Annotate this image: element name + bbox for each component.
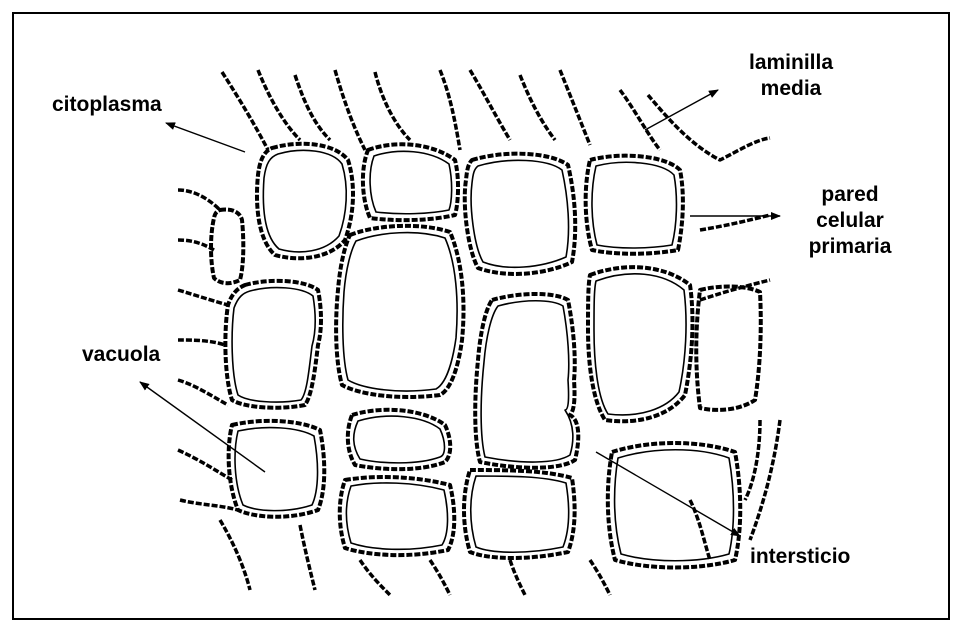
cell-wall-10	[229, 421, 325, 517]
cell-wall-6	[336, 226, 463, 397]
label-pared-celular-primaria: pared celular primaria	[790, 182, 910, 260]
cell-wall-5	[211, 209, 243, 283]
label-vacuola: vacuola	[82, 342, 160, 368]
citoplasma-arrow	[166, 123, 245, 152]
label-intersticio: intersticio	[750, 544, 850, 570]
cell-wall-7	[225, 281, 321, 408]
intersticio-arrow	[596, 452, 740, 536]
cell-wall-13	[608, 443, 740, 568]
label-laminilla-media: laminilla media	[736, 50, 846, 102]
vacuola-arrow	[140, 382, 265, 472]
cell-wall-9	[588, 267, 692, 421]
cell-wall-12	[696, 286, 761, 409]
cell-wall-3	[465, 154, 575, 274]
label-citoplasma: citoplasma	[52, 92, 162, 118]
cell-walls	[178, 70, 780, 595]
cell-wall-14	[464, 470, 575, 558]
laminilla-arrow	[645, 90, 718, 130]
